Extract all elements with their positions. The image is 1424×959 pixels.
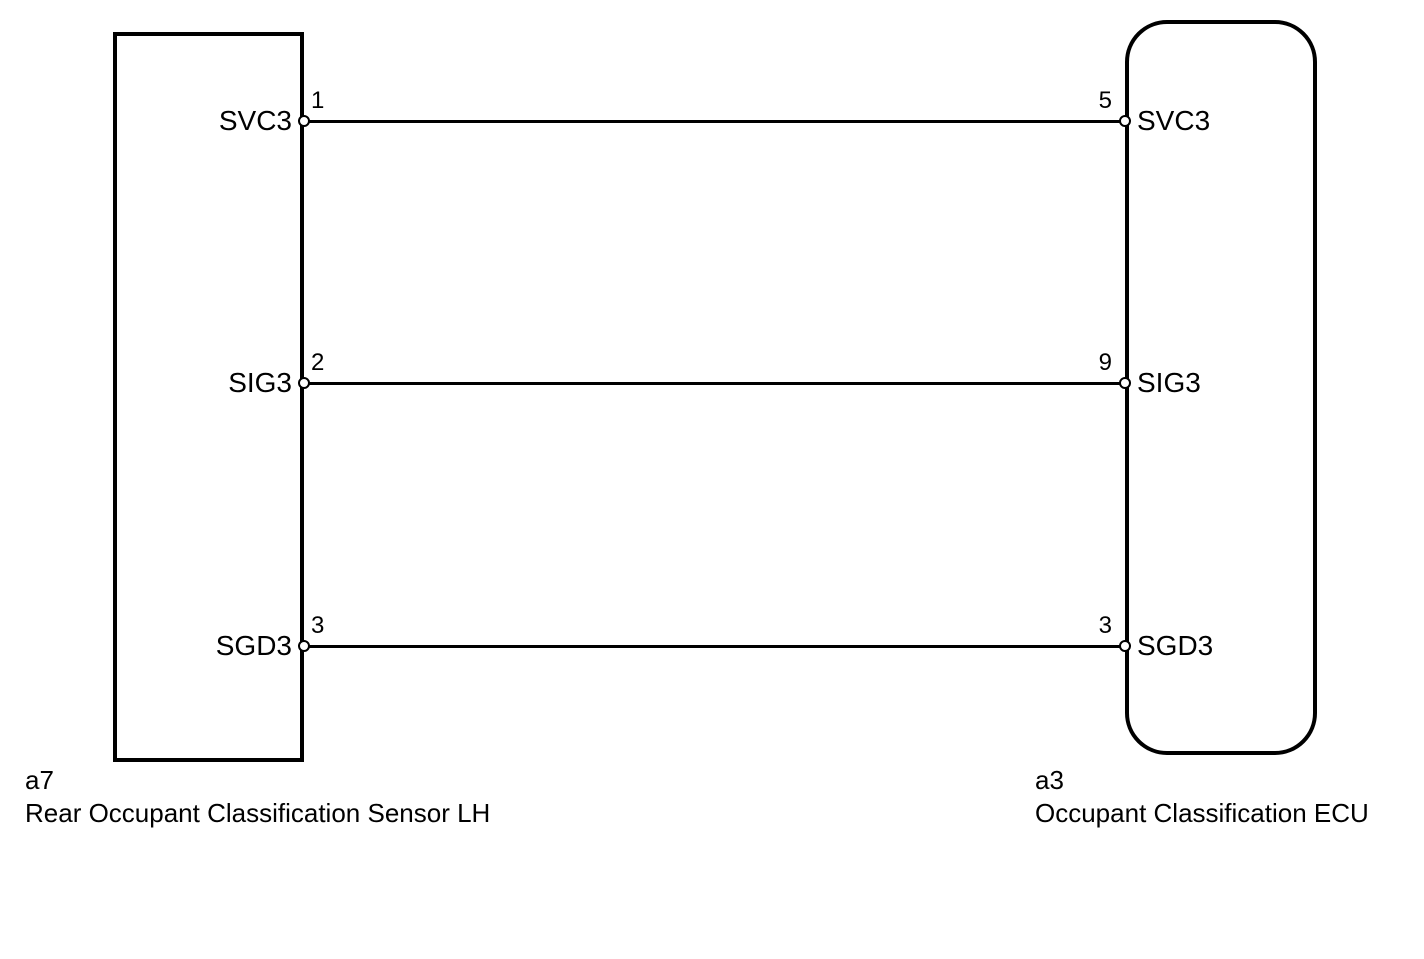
wire-sig3 xyxy=(304,382,1125,385)
terminal-left-sgd3 xyxy=(298,640,310,652)
terminal-right-svc3 xyxy=(1119,115,1131,127)
pin-number-right-sgd3: 3 xyxy=(1098,612,1112,639)
terminal-left-svc3 xyxy=(298,115,310,127)
pin-label-right-sig3: SIG3 xyxy=(1137,367,1201,398)
pin-label-left-sgd3: SGD3 xyxy=(215,630,292,661)
terminal-right-sig3 xyxy=(1119,377,1131,389)
wire-sgd3 xyxy=(304,645,1125,648)
pin-label-left-svc3: SVC3 xyxy=(218,105,292,136)
pin-label-right-svc3: SVC3 xyxy=(1137,105,1211,136)
pin-number-right-svc3: 5 xyxy=(1098,87,1112,114)
pin-number-left-sgd3: 3 xyxy=(311,612,325,639)
pin-label-right-sgd3: SGD3 xyxy=(1137,630,1214,661)
pin-number-left-svc3: 1 xyxy=(311,87,325,114)
connector-name-sensor-lh: Rear Occupant Classification Sensor LH xyxy=(25,798,491,828)
terminal-right-sgd3 xyxy=(1119,640,1131,652)
connector-box-sensor-lh xyxy=(113,32,304,762)
connector-code-sensor-lh: a7 xyxy=(25,765,54,795)
wire-svc3 xyxy=(304,120,1125,123)
connector-name-ecu: Occupant Classification ECU xyxy=(1035,798,1369,828)
pin-number-right-sig3: 9 xyxy=(1098,349,1112,376)
pin-label-left-sig3: SIG3 xyxy=(228,367,292,398)
terminal-left-sig3 xyxy=(298,377,310,389)
connector-code-ecu: a3 xyxy=(1035,765,1064,795)
pin-number-left-sig3: 2 xyxy=(311,349,325,376)
